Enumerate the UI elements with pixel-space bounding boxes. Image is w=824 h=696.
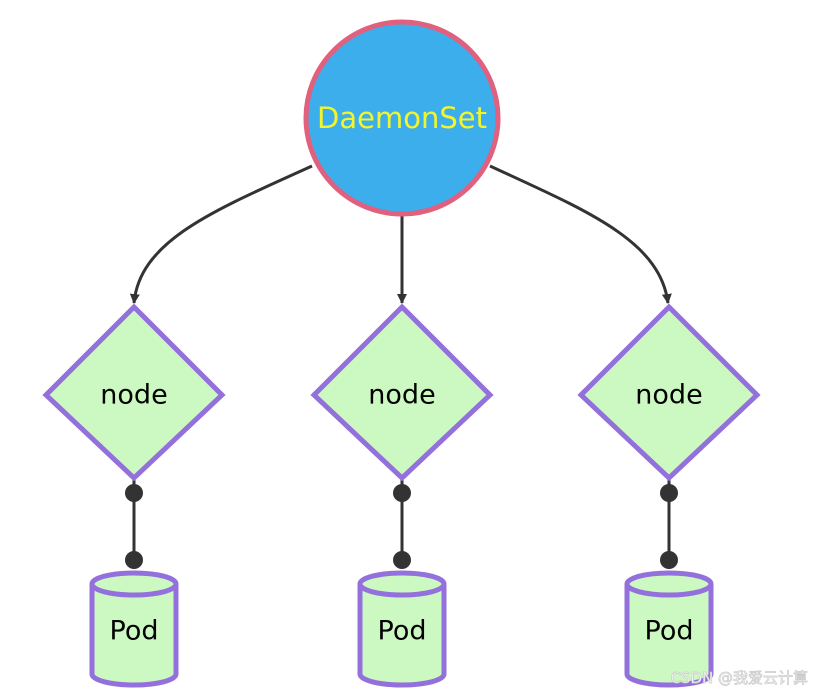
- edge-daemonset-node-1: [129, 164, 313, 304]
- pod-label: Pod: [110, 616, 159, 647]
- link-node-1-pod-1: [125, 478, 143, 569]
- link-node-2-pod-2: [393, 478, 411, 569]
- node-label: node: [368, 380, 435, 411]
- node-label: node: [100, 380, 167, 411]
- pod-cylinder-body: [357, 584, 447, 688]
- node-diamond-shape: [577, 303, 761, 482]
- pod-cylinder-body: [89, 584, 179, 688]
- edge-daemonset-node-3: [489, 164, 672, 304]
- pod-cylinder-top: [357, 570, 447, 598]
- root-edges: [129, 164, 672, 304]
- node-diamond-3: node: [577, 303, 761, 482]
- daemonset-circle: [303, 19, 501, 217]
- pod-cylinder-top: [624, 570, 714, 598]
- link-endpoint-dot: [393, 551, 411, 569]
- pod-label: Pod: [378, 616, 427, 647]
- pod-cylinder-body: [624, 584, 714, 688]
- link-endpoint-dot: [660, 551, 678, 569]
- node-diamond-1: node: [42, 303, 226, 482]
- node-label: node: [635, 380, 702, 411]
- node-pod-links: [125, 478, 678, 569]
- daemonset-label: DaemonSet: [317, 101, 487, 135]
- link-endpoint-dot: [125, 484, 143, 502]
- daemonset-node: DaemonSet: [303, 19, 501, 217]
- node-diamond-shape: [42, 303, 226, 482]
- node-diamond-2: node: [310, 303, 494, 482]
- link-endpoint-dot: [393, 484, 411, 502]
- pod-label: Pod: [645, 616, 694, 647]
- pod-cylinder-1: Pod: [89, 570, 179, 688]
- pod-cylinder-top: [89, 570, 179, 598]
- link-node-3-pod-3: [660, 478, 678, 569]
- pod-cylinder-3: Pod: [624, 570, 714, 688]
- watermark-text: CSDN @我爱云计算: [670, 669, 808, 687]
- node-diamond-shape: [310, 303, 494, 482]
- link-endpoint-dot: [125, 551, 143, 569]
- link-endpoint-dot: [660, 484, 678, 502]
- pod-cylinder-2: Pod: [357, 570, 447, 688]
